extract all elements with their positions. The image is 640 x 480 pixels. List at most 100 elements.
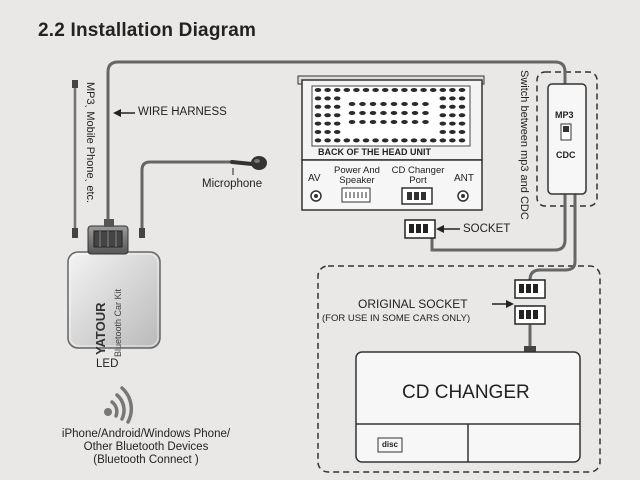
- vent-slot: [324, 88, 331, 92]
- vent-slot: [324, 104, 331, 109]
- switch-to-socket-cable: [430, 192, 567, 252]
- vent-slot: [380, 120, 387, 124]
- vent-slot: [314, 104, 322, 109]
- disc-label: disc: [382, 440, 399, 449]
- switch-text-label: Switch between mp3 and CDC: [518, 70, 530, 220]
- original-socket-arrow: [492, 300, 514, 308]
- vent-slot: [439, 138, 447, 143]
- mic-plug: [139, 228, 145, 238]
- vent-slot: [359, 111, 366, 115]
- vent-slot: [314, 138, 322, 143]
- vent-slot: [369, 111, 377, 115]
- vent-slot: [359, 102, 366, 106]
- vent-slot: [391, 88, 399, 92]
- vent-slot: [429, 138, 437, 143]
- microphone-icon: [230, 156, 267, 170]
- vent-slot: [333, 130, 341, 134]
- vent-slot: [333, 121, 341, 126]
- vent-slot: [333, 138, 341, 143]
- vent-slot: [449, 96, 456, 101]
- vent-slot: [390, 102, 398, 106]
- vent-slot: [401, 120, 408, 124]
- vent-slot: [369, 120, 377, 124]
- original-socket-upper: [514, 279, 546, 299]
- ant-label: ANT: [454, 173, 474, 184]
- vent-slot: [333, 113, 341, 118]
- vent-slot: [420, 88, 427, 92]
- vent-slot: [439, 96, 447, 101]
- bluetooth-devices-line-2: Other Bluetooth Devices: [83, 441, 209, 453]
- vent-slot: [380, 102, 387, 106]
- socket-arrow: [436, 225, 460, 233]
- bluetooth-devices-line-3: (Bluetooth Connect ): [93, 454, 199, 466]
- cd-changer: [355, 351, 581, 463]
- switch-mp3-label: MP3: [555, 110, 574, 120]
- vent-slot: [372, 138, 379, 143]
- mobile-plug-bottom: [72, 228, 78, 238]
- vent-slot: [410, 88, 418, 92]
- vent-slot: [439, 130, 447, 134]
- bluetooth-devices-line-1: iPhone/Android/Windows Phone/: [61, 428, 231, 440]
- vent-slot: [324, 96, 331, 101]
- vent-slot: [401, 111, 408, 115]
- vent-slot: [343, 88, 351, 92]
- original-socket-lower: [514, 305, 546, 325]
- vent-slot: [333, 96, 341, 101]
- vent-slot: [381, 88, 389, 92]
- vent-slot: [410, 138, 418, 143]
- microphone-cable: [140, 160, 234, 234]
- vent-slot: [324, 121, 331, 126]
- vent-slot: [381, 138, 389, 143]
- switch-to-original-cable: [528, 192, 577, 282]
- vent-slot: [449, 88, 456, 92]
- power-speaker-connector: [341, 187, 371, 203]
- power-speaker-label-1: Power And: [334, 165, 380, 176]
- vent-slot: [314, 113, 322, 118]
- vent-slot: [353, 88, 360, 92]
- vent-slot: [324, 113, 331, 118]
- microphone-label: Microphone: [202, 178, 263, 190]
- vent-slot: [380, 111, 387, 115]
- disc-logo: [377, 437, 403, 453]
- vent-slot: [439, 88, 447, 92]
- cd-changer-port-label-1: CD Changer: [391, 165, 445, 176]
- socket-label: SOCKET: [463, 223, 511, 235]
- vent-slot: [314, 121, 322, 126]
- vent-slot: [372, 88, 379, 92]
- vent-slot: [362, 88, 370, 92]
- vent-slot: [439, 113, 447, 118]
- cd-changer-port-label-2: Port: [409, 175, 427, 186]
- vent-slot: [458, 138, 466, 143]
- cd-changer-label: CD CHANGER: [402, 382, 530, 403]
- vent-slot: [314, 96, 322, 101]
- vent-slot: [458, 113, 466, 118]
- vent-slot: [348, 111, 356, 115]
- vent-slot: [333, 104, 341, 109]
- vent-slot: [458, 88, 466, 92]
- head-unit: [297, 75, 485, 211]
- vent-slot: [422, 111, 429, 115]
- module-brand-sub: Bluetooth Car Kit: [113, 288, 123, 357]
- vent-slot: [401, 88, 408, 92]
- vent-slot: [333, 88, 341, 92]
- vent-slot: [411, 120, 419, 124]
- power-speaker-label-2: Speaker: [339, 175, 375, 186]
- vent-slot: [449, 113, 456, 118]
- changer-cable-plug: [524, 346, 536, 352]
- vent-slot: [422, 102, 429, 106]
- vent-slot: [449, 104, 456, 109]
- vent-slot: [390, 111, 398, 115]
- vent-slot: [449, 121, 456, 126]
- mobile-plug-top: [72, 80, 78, 88]
- vent-slot: [390, 120, 398, 124]
- vent-slot: [362, 138, 370, 143]
- vent-slot: [314, 130, 322, 134]
- vent-slot: [353, 138, 360, 143]
- vent-slot: [343, 138, 351, 143]
- switch-dashed-box: [536, 71, 598, 207]
- vent-slot: [401, 138, 408, 143]
- mobile-side-label: MP3ˎ Mobile Phoneˎ etc.: [84, 82, 96, 204]
- back-of-head-unit-label: BACK OF THE HEAD UNIT: [318, 147, 431, 157]
- bluetooth-module: [67, 219, 161, 349]
